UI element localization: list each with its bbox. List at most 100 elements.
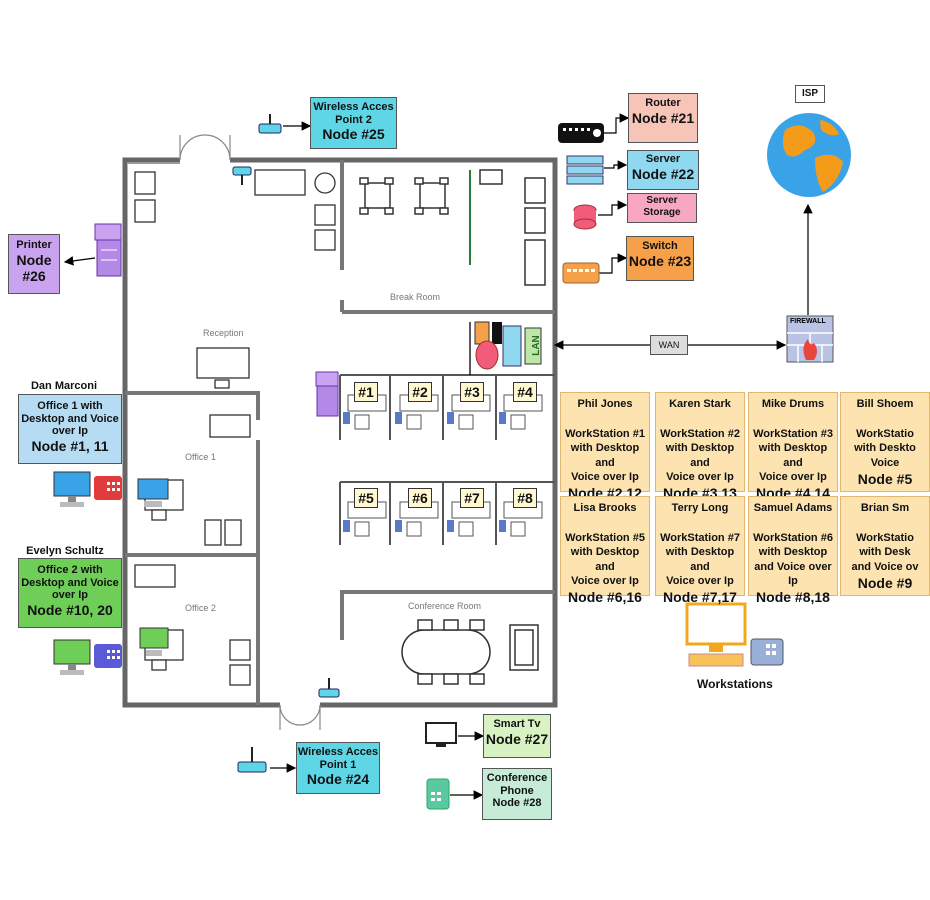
ws-name: Terry Long bbox=[671, 502, 729, 514]
printer-num: #26 bbox=[22, 267, 46, 284]
storage-line1: Server bbox=[646, 195, 678, 206]
printer-icon bbox=[315, 371, 339, 417]
office2-line1: Office 2 with bbox=[37, 564, 103, 576]
desk-label: #2 bbox=[408, 382, 432, 402]
switch-box: Switch Node #23 bbox=[626, 236, 694, 281]
workstation-cell: Karen Stark WorkStation #2 with Desktop … bbox=[655, 392, 745, 501]
reception-label: Reception bbox=[203, 328, 244, 338]
printer-node: Node bbox=[16, 251, 52, 268]
smart-tv-node: Node #27 bbox=[485, 730, 549, 747]
ws-name: Mike Drums bbox=[761, 398, 825, 410]
ws-t2: with Desktop and bbox=[665, 546, 735, 573]
ws-node: Node #8,18 bbox=[756, 589, 830, 606]
ws-node: Node #7,17 bbox=[663, 589, 737, 606]
desk-label: #5 bbox=[354, 488, 378, 508]
printer-icon bbox=[94, 223, 122, 277]
ws-t3: Voice over Ip bbox=[759, 470, 827, 483]
workstations-caption: Workstations bbox=[697, 677, 773, 691]
server-node: Node #22 bbox=[631, 165, 695, 182]
desk-label: #1 bbox=[354, 382, 378, 402]
router-label: Router bbox=[645, 97, 681, 109]
office2-label: Office 2 bbox=[185, 603, 216, 613]
lan-label: LAN bbox=[530, 335, 542, 356]
ws-node: Node #6,16 bbox=[568, 589, 642, 606]
wireless-ap-icon bbox=[258, 114, 282, 134]
desktop-icon bbox=[139, 627, 169, 656]
wap1-line1: Wireless Acces bbox=[297, 746, 379, 758]
conference-phone-box: Conference Phone Node #28 bbox=[482, 768, 552, 820]
ws-t3: Voice bbox=[870, 456, 900, 469]
desktop-icon bbox=[137, 478, 169, 507]
ws-t1: WorkStation #5 bbox=[565, 532, 645, 544]
wap2-node: Node #25 bbox=[322, 126, 385, 143]
globe-icon bbox=[767, 113, 851, 197]
workstation-cell: Brian Sm WorkStatio with Desk and Voice … bbox=[840, 496, 930, 596]
desktop-icon bbox=[53, 639, 91, 675]
wireless-ap-2-box: Wireless Acces Point 2 Node #25 bbox=[310, 97, 397, 149]
office2-box: Office 2 with Desktop and Voice over Ip … bbox=[18, 558, 122, 628]
wan-box: WAN bbox=[650, 335, 688, 355]
isp-box: ISP bbox=[795, 85, 825, 103]
conference-room-label: Conference Room bbox=[408, 601, 482, 611]
office1-line2: Desktop and Voice bbox=[21, 412, 119, 425]
voip-phone-icon bbox=[94, 644, 122, 668]
conf-phone-node: Node #28 bbox=[492, 797, 542, 810]
ws-t3: Voice over Ip bbox=[571, 574, 639, 587]
wireless-ap-1-box: Wireless Acces Point 1 Node #24 bbox=[296, 742, 380, 794]
wap1-line2: Point 1 bbox=[319, 758, 357, 771]
ws-t1: WorkStation #6 bbox=[753, 532, 833, 544]
server-storage-icon bbox=[573, 204, 597, 230]
ws-t1: WorkStatio bbox=[856, 532, 914, 544]
ws-name: Phil Jones bbox=[577, 398, 633, 410]
firewall-label: FIREWALL bbox=[790, 318, 826, 325]
office1-person: Dan Marconi bbox=[30, 380, 97, 392]
workstation-grid: Phil Jones WorkStation #1 with Desktop a… bbox=[560, 392, 930, 605]
server-icon bbox=[566, 155, 604, 185]
switch-icon bbox=[562, 262, 600, 284]
isp-label: ISP bbox=[801, 88, 819, 99]
conference-phone-icon bbox=[426, 778, 450, 810]
router-box: Router Node #21 bbox=[628, 93, 698, 143]
ws-t2: with Desktop and bbox=[570, 546, 640, 573]
workstation-cell: Terry Long WorkStation #7 with Desktop a… bbox=[655, 496, 745, 605]
ws-t1: WorkStation #2 bbox=[660, 428, 740, 440]
office1-node: Node #1, 11 bbox=[31, 437, 109, 454]
wireless-ap-icon bbox=[232, 166, 252, 185]
ws-t2: with Desktop bbox=[758, 546, 828, 559]
desktop-icon bbox=[53, 471, 91, 507]
voip-phone-icon bbox=[94, 476, 122, 500]
office2-person: Evelyn Schultz bbox=[26, 545, 104, 557]
smart-tv-box: Smart Tv Node #27 bbox=[483, 714, 551, 758]
ws-t3: Voice over Ip bbox=[666, 470, 734, 483]
ws-name: Karen Stark bbox=[669, 398, 731, 410]
ws-t3: and Voice over Ip bbox=[754, 560, 832, 587]
desk-label: #7 bbox=[460, 488, 484, 508]
conf-phone-line1: Conference bbox=[486, 772, 548, 784]
ws-t1: WorkStation #7 bbox=[660, 532, 740, 544]
ws-name: Bill Shoem bbox=[856, 398, 914, 410]
ws-t2: with Desktop and bbox=[570, 442, 640, 469]
printer-box: Printer Node #26 bbox=[8, 234, 60, 294]
server-box: Server Node #22 bbox=[627, 150, 699, 190]
office1-box: Office 1 with Desktop and Voice over Ip … bbox=[18, 394, 122, 464]
wap1-node: Node #24 bbox=[306, 771, 370, 788]
wireless-ap-icon bbox=[237, 747, 267, 773]
wireless-ap-icon bbox=[318, 678, 340, 698]
ws-t3: and Voice ov bbox=[851, 560, 919, 573]
office2-node: Node #10, 20 bbox=[27, 601, 113, 618]
wan-label: WAN bbox=[658, 340, 680, 350]
server-label: Server bbox=[645, 153, 681, 165]
workstation-desktop-icon bbox=[685, 602, 747, 667]
desk-label: #3 bbox=[460, 382, 484, 402]
switch-node: Node #23 bbox=[628, 252, 692, 269]
smart-tv-label: Smart Tv bbox=[493, 718, 541, 730]
wap2-line2: Point 2 bbox=[335, 113, 372, 126]
ws-t2: with Desktop and bbox=[758, 442, 828, 469]
ws-t1: WorkStation #3 bbox=[753, 428, 833, 440]
desk-label: #4 bbox=[513, 382, 537, 402]
tv-icon bbox=[425, 722, 457, 747]
desk-label: #8 bbox=[513, 488, 537, 508]
router-node: Node #21 bbox=[631, 109, 695, 126]
ws-name: Lisa Brooks bbox=[573, 502, 637, 514]
firewall-icon bbox=[786, 315, 834, 363]
